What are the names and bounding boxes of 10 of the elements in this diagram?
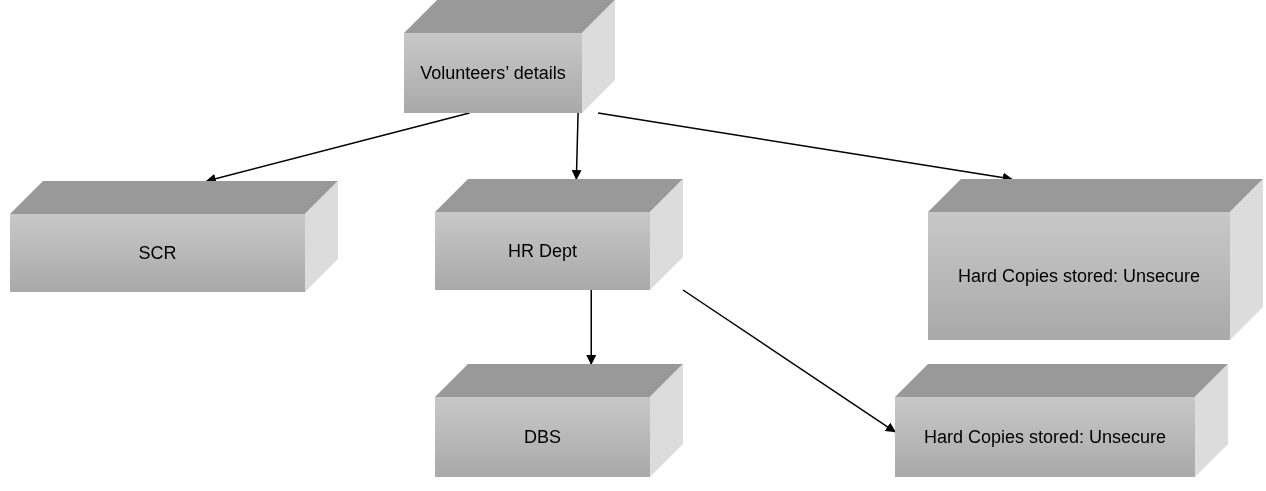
node-label: Hard Copies stored: Unsecure (957, 264, 1201, 288)
node-label: Hard Copies stored: Unsecure (923, 425, 1167, 449)
node-label: DBS (524, 425, 561, 449)
node-label: Volunteers’ details (420, 61, 566, 85)
arrow (586, 289, 597, 365)
arrow (571, 112, 582, 180)
node-label: SCR (138, 241, 177, 265)
arrow (205, 112, 471, 184)
arrow (682, 289, 896, 433)
node-label: HR Dept (508, 239, 577, 263)
